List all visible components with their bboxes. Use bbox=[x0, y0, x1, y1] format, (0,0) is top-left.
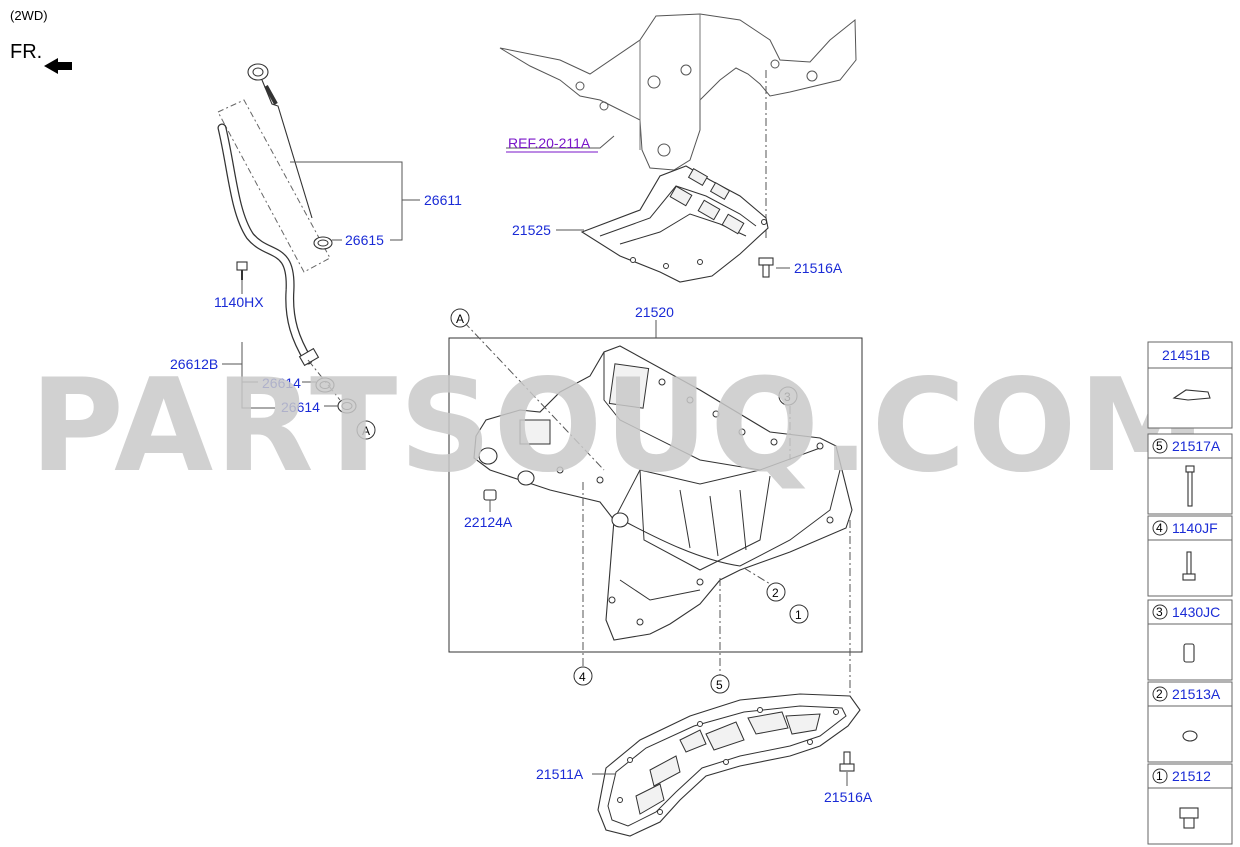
callout-4-text: 4 bbox=[579, 670, 586, 684]
bolt-21516A-top bbox=[758, 257, 774, 278]
sidebar-num-1: 5 bbox=[1156, 439, 1163, 453]
sidebar-num-3: 3 bbox=[1156, 605, 1163, 619]
lower-oil-pan-21511A bbox=[597, 693, 861, 837]
callout-3 bbox=[778, 386, 798, 406]
dowel-pin-icon bbox=[1183, 643, 1195, 663]
label-1140HX[interactable]: 1140HX bbox=[214, 294, 264, 310]
label-21516A-top[interactable]: 21516A bbox=[794, 260, 843, 276]
label-26612B[interactable]: 26612B bbox=[170, 356, 218, 372]
label-plate-icon bbox=[1172, 389, 1211, 401]
dipstick-assembly bbox=[217, 63, 357, 414]
label-26614-upper[interactable]: 26614 bbox=[262, 375, 301, 391]
front-label: FR. bbox=[10, 41, 42, 63]
callout-5-text: 5 bbox=[716, 678, 723, 692]
callout-A-dipstick bbox=[356, 420, 376, 440]
callout-3-text: 3 bbox=[784, 390, 791, 404]
long-bolt-icon bbox=[1185, 465, 1195, 507]
gasket-icon bbox=[1182, 730, 1198, 742]
sidebar-num-4: 2 bbox=[1156, 687, 1163, 701]
label-26614-lower[interactable]: 26614 bbox=[281, 399, 320, 415]
engine-block-reference bbox=[499, 13, 857, 240]
sidebar-num-5: 1 bbox=[1156, 769, 1163, 783]
sidebar-parts-list: 21451B 5 21517A 4 1140JF 3 1430JC bbox=[1147, 341, 1233, 845]
bolt-icon bbox=[1182, 551, 1196, 581]
oil-baffle-21525 bbox=[580, 165, 769, 283]
sidebar-header-21451B bbox=[1147, 341, 1233, 369]
oil-pan-21520 bbox=[473, 345, 853, 641]
callout-A-pan bbox=[450, 308, 470, 328]
sidebar-part-21451B[interactable]: 21451B bbox=[1162, 347, 1210, 363]
callout-A-dipstick-text: A bbox=[362, 424, 370, 438]
front-direction-indicator: FR. bbox=[10, 41, 72, 74]
label-21511A[interactable]: 21511A bbox=[536, 766, 584, 782]
callout-4 bbox=[573, 666, 593, 686]
sidebar-part-21517A[interactable]: 21517A bbox=[1172, 438, 1221, 454]
dipstick-rod bbox=[261, 79, 313, 219]
label-26615[interactable]: 26615 bbox=[345, 232, 384, 248]
callout-2-text: 2 bbox=[772, 586, 779, 600]
front-arrow-icon bbox=[44, 58, 72, 74]
label-21516A-bottom[interactable]: 21516A bbox=[824, 789, 873, 805]
watermark: PARTSOUQ.COM bbox=[30, 352, 1208, 501]
reference-link[interactable]: REF.20-211A bbox=[508, 135, 591, 151]
sidebar-part-21512[interactable]: 21512 bbox=[1172, 768, 1211, 784]
callout-A-pan-text: A bbox=[456, 312, 464, 326]
callout-2 bbox=[766, 582, 786, 602]
label-22124A[interactable]: 22124A bbox=[464, 514, 513, 530]
sidebar-num-2: 4 bbox=[1156, 521, 1163, 535]
variant-label: (2WD) bbox=[10, 8, 48, 23]
sidebar-part-1140JF[interactable]: 1140JF bbox=[1172, 520, 1218, 536]
callout-1 bbox=[789, 604, 809, 624]
bolt-1140HX bbox=[236, 261, 248, 280]
bolt-21516A-bottom bbox=[839, 751, 855, 772]
sidebar-part-1430JC[interactable]: 1430JC bbox=[1172, 604, 1220, 620]
sidebar-part-21513A[interactable]: 21513A bbox=[1172, 686, 1221, 702]
drain-plug-icon bbox=[1179, 807, 1199, 829]
callout-5 bbox=[710, 674, 730, 694]
label-26611[interactable]: 26611 bbox=[424, 192, 462, 208]
sidebar-image-1430JC bbox=[1147, 623, 1233, 681]
dipstick-guide-box bbox=[217, 99, 331, 273]
label-21525[interactable]: 21525 bbox=[512, 222, 551, 238]
callout-1-text: 1 bbox=[795, 608, 802, 622]
label-21520[interactable]: 21520 bbox=[635, 304, 674, 320]
